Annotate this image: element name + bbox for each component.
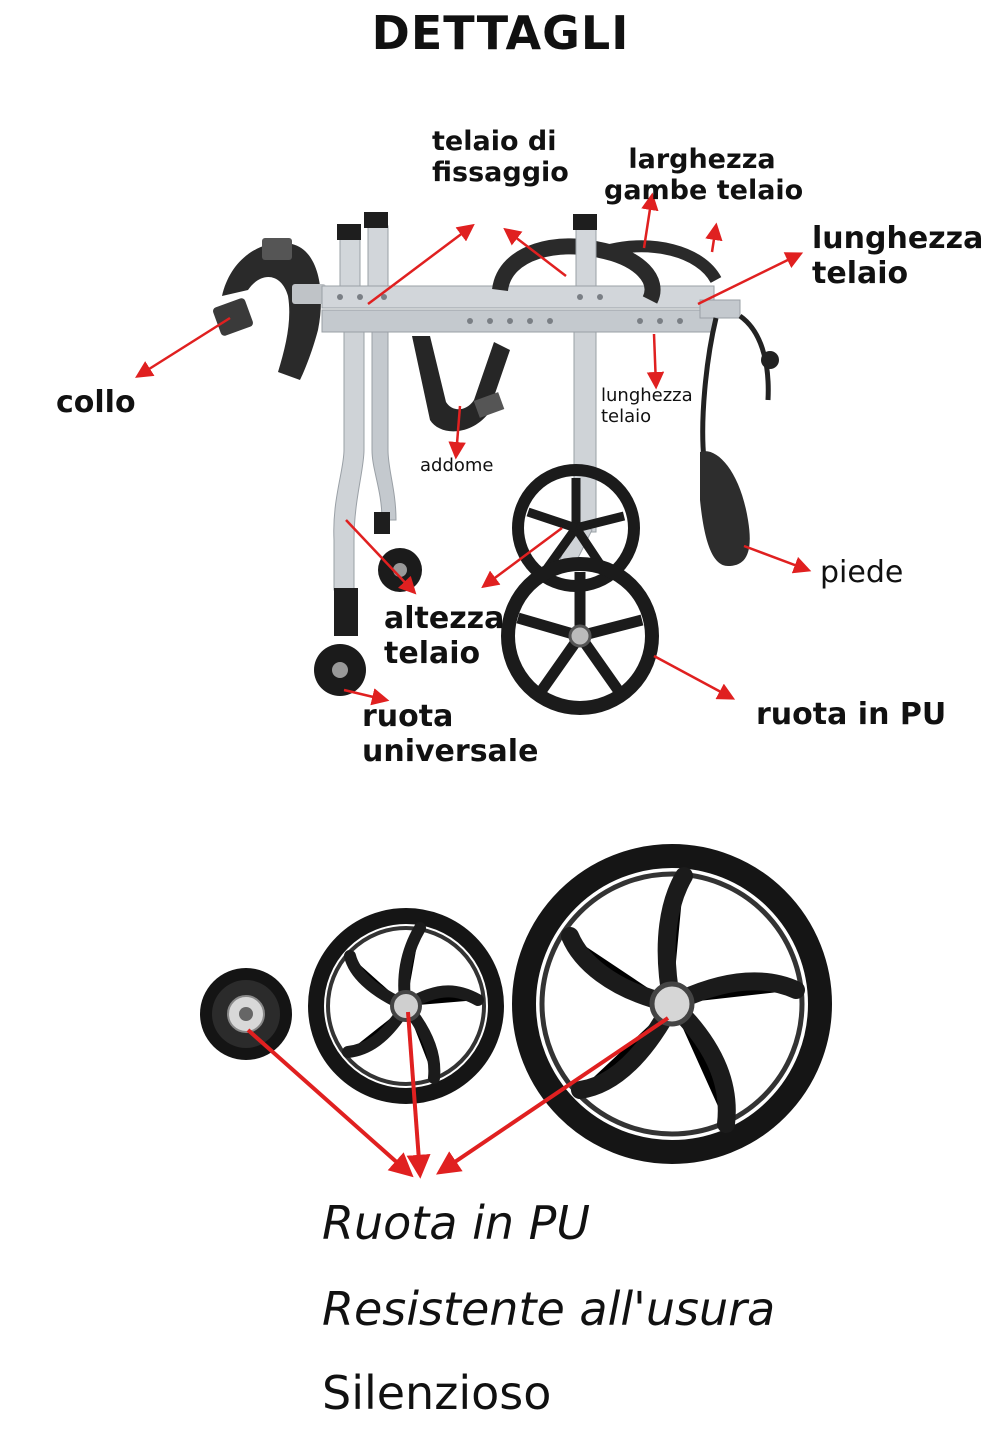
label-frame-height: altezza telaio	[384, 601, 505, 671]
wheelchair-illustration	[213, 212, 779, 715]
label-foot: piede	[820, 555, 904, 590]
wheel-large	[512, 844, 832, 1164]
wheel-arrows	[246, 1011, 670, 1179]
callout-arrows	[135, 192, 812, 706]
label-frame-length-top: lunghezza telaio	[812, 221, 984, 291]
caption-wear-resistant: Resistente all'usura	[322, 1282, 776, 1336]
foot-stirrup	[700, 313, 779, 566]
label-leg-width: larghezza gambe telaio	[604, 144, 804, 207]
label-neck: collo	[56, 385, 136, 420]
label-universal-wheel: ruota universale	[362, 699, 539, 769]
caption-pu-wheel: Ruota in PU	[322, 1196, 591, 1250]
belly-strap	[412, 336, 510, 432]
label-fixing-frame: telaio di fissaggio	[432, 126, 569, 189]
rear-wheel-front	[501, 557, 659, 715]
label-abdomen: addome	[420, 455, 494, 476]
wheel-medium	[308, 908, 504, 1104]
front-legs	[333, 212, 397, 636]
page-title: DETTAGLI	[371, 6, 630, 60]
caption-silent: Silenzioso	[322, 1366, 552, 1420]
wheel-small	[200, 968, 292, 1060]
rear-hoop	[492, 238, 661, 304]
label-pu-wheel: ruota in PU	[756, 697, 947, 732]
label-frame-length-small: lunghezza telaio	[601, 385, 693, 427]
neck-harness	[213, 238, 326, 380]
